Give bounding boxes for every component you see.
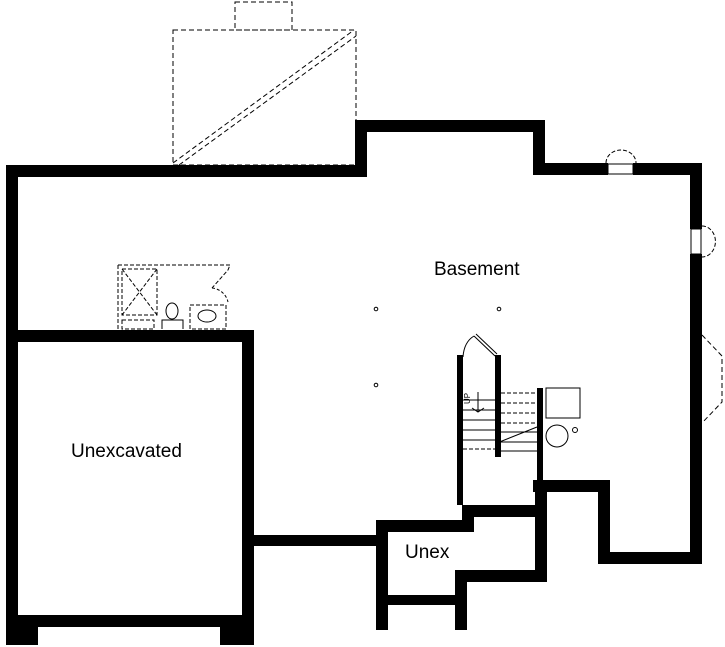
top-window: [605, 149, 637, 175]
stair-treads: [463, 392, 538, 452]
mechanical: [545, 387, 581, 448]
column-points: [373, 306, 502, 388]
bathroom: [117, 264, 231, 330]
water-heater-icon: [545, 424, 569, 448]
floor-drain-icon: [572, 427, 578, 433]
stair-door: [462, 333, 498, 358]
sink-icon: [189, 304, 227, 330]
room-label-basement: Basement: [434, 259, 520, 280]
room-label-unexcavated: Unexcavated: [71, 441, 182, 462]
room-label-unex: Unex: [405, 542, 450, 563]
exterior-walls: [6, 120, 702, 645]
shower-icon: [121, 268, 158, 330]
furnace-icon: [545, 387, 581, 419]
toilet-icon: [161, 302, 184, 329]
bay-window-outline: [701, 334, 723, 424]
stair-up-label: UP: [463, 393, 472, 404]
right-window: [690, 225, 716, 258]
stair-enclosure: [457, 355, 543, 505]
upper-level-projection: [172, 1, 357, 166]
